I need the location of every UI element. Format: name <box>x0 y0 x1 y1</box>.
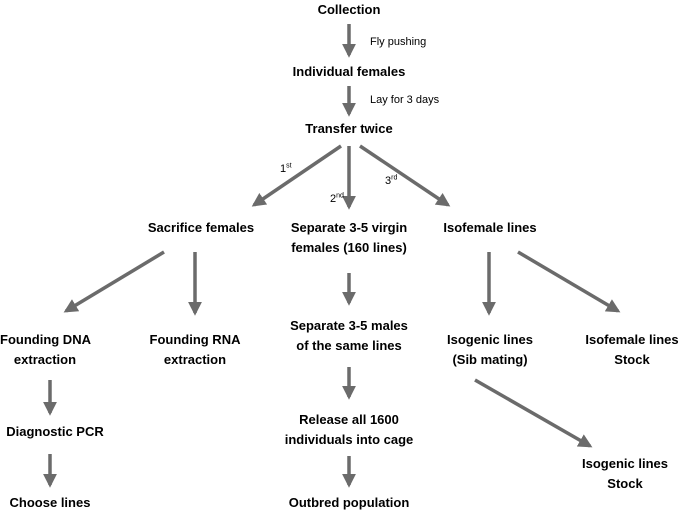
node-release-all-line1: Release all 1600 <box>299 412 399 427</box>
node-founding-rna-line2: extraction <box>163 352 227 367</box>
node-transfer-twice: Transfer twice <box>279 119 419 139</box>
edge-label-lay-days: Lay for 3 days <box>370 94 440 106</box>
node-diagnostic-pcr: Diagnostic PCR <box>0 422 110 442</box>
node-release-all-line2: individuals into cage <box>284 432 414 447</box>
edge-label-fly-pushing: Fly pushing <box>370 36 427 48</box>
node-release-all: Release all 1600 individuals into cage <box>269 410 429 450</box>
node-isofemale-lines: Isofemale lines <box>430 218 550 238</box>
node-separate-males: Separate 3-5 males of the same lines <box>274 316 424 356</box>
node-isogenic-sib-line2: (Sib mating) <box>452 352 528 367</box>
node-isogenic-stock-line2: Stock <box>607 476 643 491</box>
node-isogenic-stock-line1: Isogenic lines <box>582 456 668 471</box>
node-separate-virgin-line2: females (160 lines) <box>291 240 407 255</box>
arrow-isofemale-to-stock <box>517 250 621 313</box>
edge-label-third-num: 3 <box>385 175 392 187</box>
node-isofemale-stock: Isofemale lines Stock <box>578 330 686 370</box>
node-isogenic-sib-line1: Isogenic lines <box>447 332 533 347</box>
node-separate-virgin-line1: Separate 3-5 virgin <box>290 220 408 235</box>
edge-label-second-num: 2 <box>330 193 337 205</box>
node-separate-virgin: Separate 3-5 virgin females (160 lines) <box>274 218 424 258</box>
node-separate-males-line2: of the same lines <box>296 338 402 353</box>
edge-label-first-num: 1 <box>280 163 287 175</box>
node-isogenic-sib: Isogenic lines (Sib mating) <box>438 330 542 370</box>
node-separate-males-line1: Separate 3-5 males <box>290 318 408 333</box>
node-founding-rna: Founding RNA extraction <box>145 330 245 370</box>
node-founding-rna-line1: Founding RNA <box>149 332 241 347</box>
node-isogenic-stock: Isogenic lines Stock <box>570 454 680 494</box>
edge-label-third-suffix: rd <box>391 174 398 182</box>
node-sacrifice-females: Sacrifice females <box>126 218 276 238</box>
node-isofemale-stock-line1: Isofemale lines <box>585 332 679 347</box>
node-individual-females: Individual females <box>259 62 439 82</box>
node-individual-females-text: Individual females <box>292 64 406 79</box>
node-choose-lines: Choose lines <box>0 493 100 513</box>
node-choose-lines-text: Choose lines <box>9 495 91 510</box>
node-transfer-twice-text: Transfer twice <box>305 121 393 136</box>
arrow-sacrifice-to-dna <box>63 250 165 313</box>
edge-label-first-suffix: st <box>286 162 292 170</box>
node-isofemale-lines-text: Isofemale lines <box>443 220 537 235</box>
edge-label-first: 1st <box>280 162 292 176</box>
node-collection-text: Collection <box>317 2 381 17</box>
edge-label-third: 3rd <box>385 174 397 188</box>
node-founding-dna-line1: Founding DNA <box>0 332 91 347</box>
edge-label-second-suffix: nd <box>336 192 344 200</box>
node-sacrifice-females-text: Sacrifice females <box>147 220 255 235</box>
node-founding-dna-line2: extraction <box>13 352 77 367</box>
arrow-isogenic-to-stock <box>474 378 593 448</box>
node-isofemale-stock-line2: Stock <box>614 352 650 367</box>
arrow-transfer-to-sacrifice <box>251 144 342 207</box>
edge-label-second: 2nd <box>330 192 344 206</box>
node-outbred-population: Outbred population <box>274 493 424 513</box>
node-outbred-population-text: Outbred population <box>288 495 410 510</box>
node-collection: Collection <box>299 0 399 20</box>
node-diagnostic-pcr-text: Diagnostic PCR <box>6 424 104 439</box>
node-founding-dna: Founding DNA extraction <box>0 330 91 370</box>
arrow-transfer-to-isofemale <box>359 144 451 207</box>
